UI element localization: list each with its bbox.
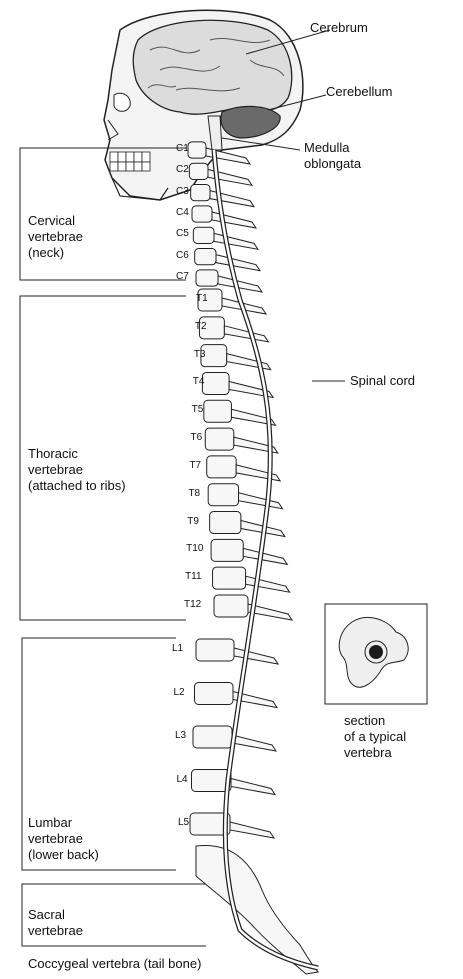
vertebra-label-t10: T10	[186, 543, 203, 554]
spinous-process-t3	[227, 354, 271, 370]
vertebra-label-t11: T11	[185, 571, 202, 582]
spinous-process-t11	[246, 576, 290, 592]
vertebra-c5	[193, 227, 214, 243]
vertebra-label-c3: C3	[176, 186, 189, 197]
vertebra-label-c7: C7	[176, 271, 189, 282]
vertebra-label-t1: T1	[196, 293, 208, 304]
label-thoracic-vertebrae: Thoracic vertebrae (attached to ribs)	[28, 446, 126, 494]
vertebra-t9	[210, 512, 241, 534]
sacrum-coccyx	[196, 845, 318, 974]
vertebra-t10	[211, 539, 243, 561]
label-cerebellum: Cerebellum	[326, 84, 392, 100]
vertebra-label-t4: T4	[193, 376, 205, 387]
vertebra-label-l5: L5	[178, 817, 189, 828]
vertebra-t6	[205, 428, 234, 450]
spinous-process-l5	[230, 822, 274, 838]
vertebra-t11	[213, 567, 246, 589]
vertebra-label-t9: T9	[187, 516, 199, 527]
vertebra-l2	[195, 683, 234, 705]
vertebra-c2	[189, 163, 208, 179]
spinous-process-l4	[231, 779, 275, 795]
vertebra-c3	[191, 185, 210, 201]
spinous-process-l3	[232, 735, 276, 751]
spinous-process-l1	[234, 648, 278, 664]
label-cervical-vertebrae: Cervical vertebrae (neck)	[28, 213, 83, 261]
vertebra-label-c5: C5	[176, 228, 189, 239]
vertebra-label-t2: T2	[195, 321, 207, 332]
vertebra-c6	[195, 249, 216, 265]
vertebra-label-t12: T12	[184, 599, 201, 610]
label-medulla-oblongata: Medulla oblongata	[304, 140, 361, 172]
spinous-process-t8	[239, 493, 283, 509]
label-lumbar-vertebrae: Lumbar vertebrae (lower back)	[28, 815, 99, 863]
vertebra-label-l2: L2	[174, 687, 185, 698]
label-spinal-cord: Spinal cord	[350, 373, 415, 389]
label-coccygeal-vertebra: Coccygeal vertebra (tail bone)	[28, 956, 201, 972]
teeth	[110, 152, 150, 171]
vertebra-c7	[196, 270, 218, 286]
vertebra-label-l3: L3	[175, 730, 186, 741]
vertebra-label-l4: L4	[177, 774, 188, 785]
vertebra-label-l1: L1	[172, 643, 183, 654]
vertebra-c1	[188, 142, 206, 158]
spinous-process-c7	[218, 276, 262, 292]
vertebra-t12	[214, 595, 248, 617]
vertebra-label-t3: T3	[194, 349, 206, 360]
vertebra-label-t5: T5	[192, 404, 204, 415]
label-cerebrum: Cerebrum	[310, 20, 368, 36]
vertebra-label-t8: T8	[188, 488, 200, 499]
vertebra-t5	[204, 400, 232, 422]
vertebra-label-t7: T7	[189, 460, 201, 471]
vertebra-l1	[196, 639, 234, 661]
label-sacral-vertebrae: Sacral vertebrae	[28, 907, 83, 939]
spinous-process-c4	[212, 212, 256, 228]
vertebra-c4	[192, 206, 212, 222]
spinal-canal	[369, 645, 383, 659]
label-vertebra-section: section of a typical vertebra	[344, 713, 406, 761]
vertebra-t7	[207, 456, 236, 478]
vertebra-label-c2: C2	[176, 164, 189, 175]
spinous-process-c5	[214, 233, 258, 249]
vertebral-column	[188, 142, 318, 974]
spinous-process-t7	[236, 465, 280, 481]
vertebra-label-c4: C4	[176, 207, 189, 218]
vertebra-label-t6: T6	[191, 432, 203, 443]
vertebra-label-c6: C6	[176, 250, 189, 261]
spinous-process-t2	[224, 326, 268, 342]
spinous-process-c6	[216, 255, 260, 271]
vertebra-label-c1: C1	[176, 143, 189, 154]
spinous-process-t10	[243, 548, 287, 564]
vertebra-t4	[202, 372, 229, 394]
vertebra-l3	[193, 726, 232, 748]
vertebra-t8	[208, 484, 238, 506]
eye-socket	[114, 93, 130, 111]
